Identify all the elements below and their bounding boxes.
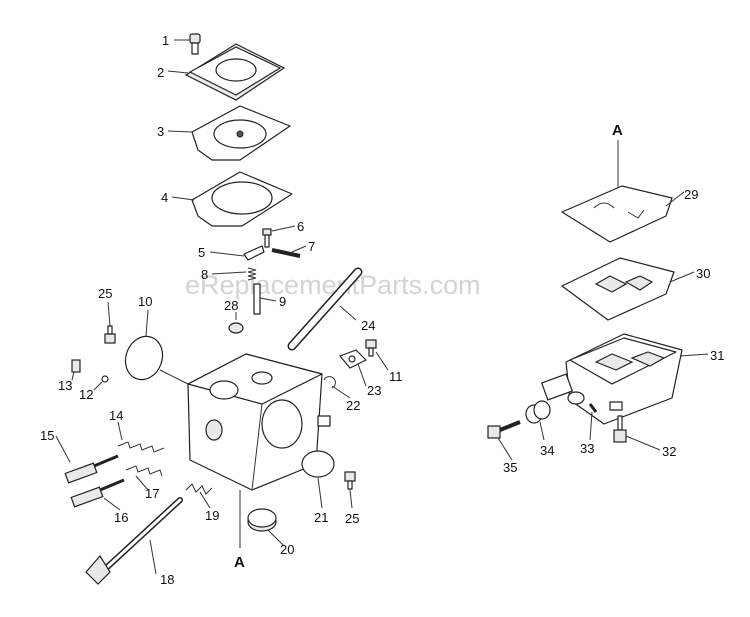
leader-lines [55, 39, 709, 575]
part-spring-34 [525, 400, 551, 424]
part-clip-22 [323, 376, 336, 389]
part-screw-25-left [104, 325, 116, 344]
label-17: 17 [145, 486, 159, 501]
part-pump-body-31 [541, 333, 683, 425]
part-cover-plate-2 [184, 43, 286, 101]
label-9: 9 [279, 294, 286, 309]
label-25-left: 25 [98, 286, 112, 301]
label-22: 22 [346, 398, 360, 413]
label-30: 30 [696, 266, 710, 281]
label-28: 28 [224, 298, 238, 313]
label-15: 15 [40, 428, 54, 443]
label-6: 6 [297, 219, 304, 234]
part-diaphragm-30 [561, 257, 675, 321]
label-31: 31 [710, 348, 724, 363]
label-12: 12 [79, 387, 93, 402]
part-screw-1 [189, 33, 201, 55]
part-diaphragm-3 [191, 105, 291, 161]
part-labels: 1 2 3 4 5 6 7 8 9 10 11 12 13 14 15 16 1… [40, 33, 724, 587]
label-13: 13 [58, 378, 72, 393]
part-fitting-32 [613, 415, 627, 443]
label-7: 7 [308, 239, 315, 254]
label-20: 20 [280, 542, 294, 557]
part-screw-35 [487, 420, 521, 439]
label-19: 19 [205, 508, 219, 523]
carburetor-body [187, 353, 331, 491]
part-bracket-23 [339, 349, 367, 369]
part-shaft-18 [85, 497, 183, 585]
part-screw-6 [262, 228, 272, 248]
label-21: 21 [314, 510, 328, 525]
label-24: 24 [361, 318, 375, 333]
part-lever-5 [243, 245, 265, 261]
label-1: 1 [162, 33, 169, 48]
part-pin-33 [588, 403, 598, 413]
part-plug-28 [228, 322, 244, 334]
label-5: 5 [198, 245, 205, 260]
part-needle-15 [64, 454, 119, 484]
label-18: 18 [160, 572, 174, 587]
part-spring-19 [185, 483, 213, 495]
part-screw-25-right [344, 471, 356, 490]
detail-callout-a-right: A [612, 122, 623, 139]
label-29: 29 [684, 187, 698, 202]
label-3: 3 [157, 124, 164, 139]
part-shaft-24 [287, 267, 363, 351]
part-pin-7 [271, 248, 301, 258]
label-11: 11 [389, 369, 403, 384]
part-ball-12 [101, 375, 109, 383]
part-screw-13 [71, 359, 81, 373]
part-gasket-4 [191, 171, 293, 227]
label-8: 8 [201, 267, 208, 282]
part-needle-16 [70, 478, 125, 508]
label-14: 14 [109, 408, 123, 423]
label-33: 33 [580, 441, 594, 456]
label-23: 23 [367, 383, 381, 398]
part-screen-20 [247, 508, 277, 532]
part-needle-9 [253, 283, 261, 315]
part-spring-14 [117, 441, 165, 453]
label-35: 35 [503, 460, 517, 475]
label-16: 16 [114, 510, 128, 525]
label-32: 32 [662, 444, 676, 459]
label-25-right: 25 [345, 511, 359, 526]
label-2: 2 [157, 65, 164, 80]
part-valve-disc-10 [124, 335, 164, 381]
part-spring-17 [125, 465, 163, 477]
part-gasket-29 [561, 185, 673, 243]
detail-callout-a-left: A [234, 554, 245, 571]
label-34: 34 [540, 443, 554, 458]
part-screw-11 [365, 339, 377, 357]
label-10: 10 [138, 294, 152, 309]
part-spring-8 [247, 267, 257, 281]
label-4: 4 [161, 190, 168, 205]
part-disc-21 [301, 450, 335, 478]
